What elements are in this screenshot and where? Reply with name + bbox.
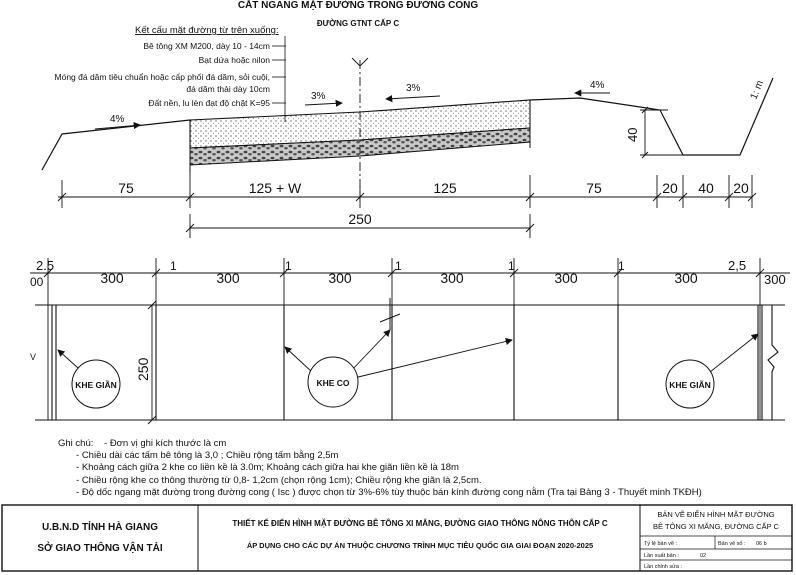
slab-outlines: [35, 304, 785, 421]
side-slope-label: 1: m: [749, 79, 766, 101]
org-name: U.B.N.D TỈNH HÀ GIANG: [42, 520, 158, 533]
cross-section: CẮT NGANG MẶT ĐƯỜNG TRONG ĐƯỜNG CONG ĐƯỜ…: [41, 0, 774, 238]
dim-40: 40: [698, 180, 714, 196]
note-item: Chiều rộng khe co thông thường từ 0,8- 1…: [76, 475, 758, 487]
contraction-joint-callout: KHE CO: [307, 356, 359, 408]
notes-list: Chiều dài các tấm bê tông là 3,0 ; Chiều…: [58, 450, 758, 499]
joint-gap-4: 1: [508, 259, 515, 273]
subgrade-line: [189, 142, 531, 172]
sheet-number-value: 06 b: [756, 541, 767, 547]
notes-label: Ghi chú:: [58, 438, 94, 449]
revision-label: Lần chỉnh sửa :: [644, 563, 682, 570]
slab-length-5: 300: [554, 270, 578, 286]
dim-125: 125: [433, 180, 457, 196]
centerline: [351, 57, 369, 200]
dimension-row-1: [57, 172, 757, 208]
slope-arrow-center-right: [385, 95, 441, 103]
note-item: Đơn vị ghi kích thước là cm: [104, 438, 758, 450]
ditch-depth-label: 40: [625, 128, 640, 142]
ground-line: [41, 119, 191, 171]
dimension-row-2: [185, 214, 535, 238]
structure-heading: Kết cấu mặt đường từ trên xuống:: [135, 25, 279, 36]
dim-20-right: 20: [733, 180, 749, 196]
edge-dim-left: 2.5: [36, 258, 54, 273]
layer-label-4: đá dăm thải dày 10cm: [186, 84, 270, 94]
partial-left-dim: 00: [30, 275, 44, 289]
slope-arrow-center-left: [304, 99, 343, 107]
section-marker: V: [30, 352, 36, 362]
expansion-joint-label-right: KHE GIÃN: [669, 380, 711, 390]
slope-label-left: 4%: [110, 114, 125, 125]
leader-lines: [272, 36, 286, 122]
edition-value: 02: [700, 553, 706, 559]
layer-label-2: Bạt dứa hoặc nilon: [199, 55, 271, 65]
dim-75-right: 75: [586, 180, 602, 196]
note-item: Khoảng cách giữa 2 khe co liền kề là 3.0…: [76, 462, 758, 474]
road-grade-label: ĐƯỜNG GTNT CẤP C: [317, 18, 399, 28]
slab-length-1: 300: [100, 270, 124, 286]
slab-length-6: 300: [674, 270, 698, 286]
joint-leader-arrows: [57, 329, 759, 379]
partial-right-dim: 300: [764, 272, 786, 287]
dim-125-w: 125 + W: [249, 180, 302, 196]
expansion-joint-label-left: KHE GIÃN: [75, 380, 117, 390]
slope-label-right: 4%: [590, 80, 605, 91]
dim-total-250: 250: [348, 211, 372, 227]
sheet-number-label: Bản vẽ số :: [718, 541, 746, 547]
slope-label-center-right: 3%: [406, 83, 421, 94]
slab-length-3: 300: [328, 270, 352, 286]
shoulder-ditch: [529, 77, 774, 156]
joint-gap-5: 1: [618, 259, 625, 273]
project-scope: ÁP DỤNG CHO CÁC DỰ ÁN THUỘC CHƯƠNG TRÌNH…: [247, 540, 593, 550]
layer-label-1: Bê tông XM M200, dày 10 - 14cm: [143, 41, 270, 51]
slope-label-center-left: 3%: [311, 91, 326, 102]
expansion-joint-callout-left: KHE GIÃN: [71, 359, 121, 409]
dim-75-left: 75: [118, 180, 134, 196]
section-cut-marker: [379, 298, 401, 330]
slope-arrow-left: [94, 121, 141, 130]
edition-label: Lần xuất bản :: [644, 553, 679, 559]
dim-20-left: 20: [662, 180, 678, 196]
joint-gap-2: 1: [285, 259, 292, 273]
org-department: SỞ GIAO THÔNG VẬN TẢI: [37, 541, 162, 554]
drawing-title-1: BẢN VẼ ĐIỂN HÌNH MẶT ĐƯỜNG: [657, 510, 774, 519]
edge-dim-right: 2,5: [728, 258, 746, 273]
title-block: [1, 504, 793, 572]
notes-block: Ghi chú: Đơn vị ghi kích thước là cm Chi…: [58, 438, 758, 499]
slab-length-2: 300: [216, 270, 240, 286]
note-item: Chiều dài các tấm bê tông là 3,0 ; Chiều…: [76, 450, 758, 462]
section-top-title: CẮT NGANG MẶT ĐƯỜNG TRONG ĐƯỜNG CONG: [238, 0, 479, 11]
expansion-joint-callout-right: KHE GIÃN: [665, 359, 715, 409]
slab-width-label: 250: [135, 357, 151, 381]
slab-length-4: 300: [440, 270, 464, 286]
layer-label-3: Móng đá dăm tiêu chuẩn hoặc cấp phối đá …: [55, 72, 270, 82]
slab-width-dimension: [147, 300, 157, 425]
joint-gap-3: 1: [395, 259, 402, 273]
contraction-joint-label: KHE CO: [316, 378, 349, 388]
project-title: THIẾT KẾ ĐIỂN HÌNH MẶT ĐƯỜNG BÊ TÔNG XI …: [232, 518, 607, 528]
layer-label-5: Đất nền, lu lèn đạt độ chặt K=95: [148, 98, 270, 108]
drawing-title-2: BÊ TÔNG XI MĂNG, ĐƯỜNG CẤP C: [653, 521, 779, 531]
note-item: Độ dốc ngang mặt đường trong đường cong …: [76, 487, 758, 499]
joint-gap-1: 1: [170, 259, 177, 273]
ditch-depth-dimension: [640, 106, 683, 159]
plan-view: 2.5 00 300 300 300 300 300 300 1 1 1 1 1…: [30, 258, 790, 425]
scale-label: Tỷ lệ bản vẽ :: [644, 540, 677, 547]
